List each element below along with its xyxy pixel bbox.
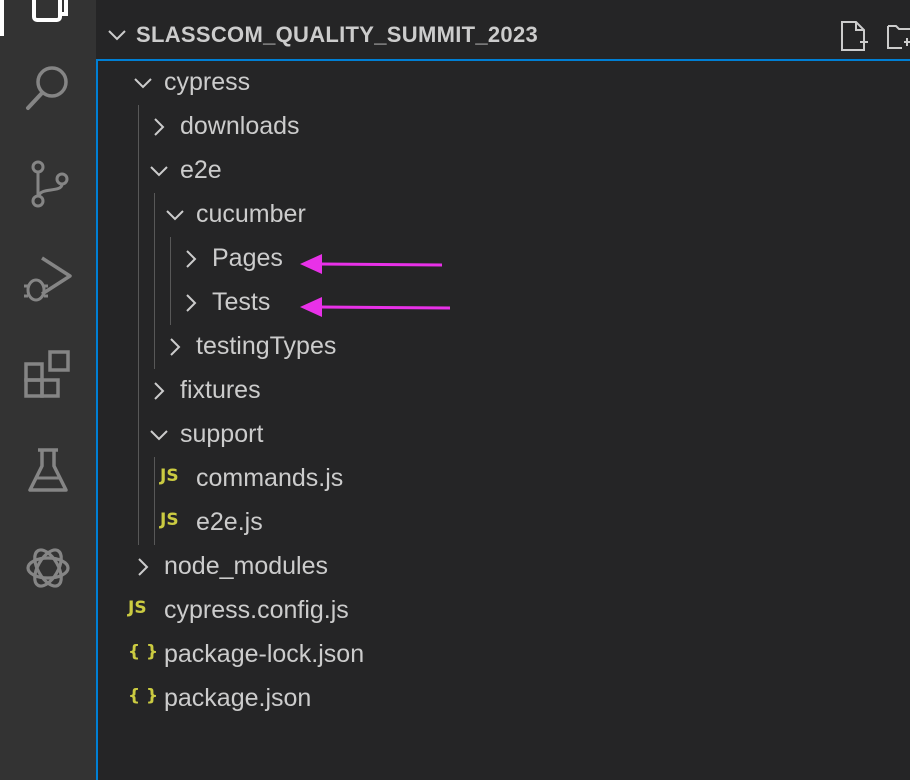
chevron-down-icon[interactable]: [106, 24, 128, 46]
testing-icon[interactable]: [20, 444, 76, 500]
new-folder-icon[interactable]: [886, 18, 910, 54]
chevron-down-icon[interactable]: [148, 160, 170, 182]
tree-item-node-modules[interactable]: node_modules: [98, 545, 910, 589]
explorer-icon[interactable]: [20, 0, 76, 36]
chatgpt-icon[interactable]: [20, 540, 76, 596]
tree-item-label: package-lock.json: [164, 640, 365, 668]
explorer-sidebar: SLASSCOM_QUALITY_SUMMIT_2023 cypress down…: [96, 0, 910, 780]
chevron-down-icon[interactable]: [164, 204, 186, 226]
tree-item-label: e2e: [180, 156, 222, 184]
tree-item-fixtures[interactable]: fixtures: [98, 369, 910, 413]
tree-item-label: e2e.js: [196, 508, 263, 536]
js-file-icon: JS: [160, 466, 179, 486]
tree-item-label: commands.js: [196, 464, 344, 492]
tree-item-label: Pages: [212, 244, 283, 272]
chevron-right-icon[interactable]: [180, 248, 202, 270]
json-file-icon: { }: [128, 686, 159, 706]
tests-arrow-icon: [300, 297, 451, 317]
indent-guide: [154, 193, 155, 369]
json-file-icon: { }: [128, 642, 159, 662]
extensions-icon[interactable]: [20, 348, 76, 404]
tree-item-downloads[interactable]: downloads: [98, 105, 910, 149]
tree-item-label: package.json: [164, 684, 312, 712]
indent-guide: [154, 457, 155, 545]
tree-item-label: cypress: [164, 68, 251, 96]
tree-item-package-json[interactable]: { }package.json: [98, 677, 910, 721]
tree-item-commands-js[interactable]: JS commands.js: [98, 457, 910, 501]
tree-item-label: fixtures: [180, 376, 261, 404]
tree-item-cypress[interactable]: cypress: [98, 61, 910, 105]
run-debug-icon[interactable]: [20, 252, 76, 308]
chevron-right-icon[interactable]: [180, 292, 202, 314]
tree-item-label: cucumber: [196, 200, 306, 228]
chevron-right-icon[interactable]: [132, 556, 154, 578]
tree-item-pages[interactable]: Pages: [98, 237, 910, 281]
tree-item-label: Tests: [212, 288, 271, 316]
search-icon[interactable]: [20, 60, 76, 116]
tree-item-support[interactable]: support: [98, 413, 910, 457]
chevron-down-icon[interactable]: [132, 72, 154, 94]
tree-item-label: node_modules: [164, 552, 329, 580]
js-file-icon: JS: [160, 510, 179, 530]
chevron-down-icon[interactable]: [148, 424, 170, 446]
tree-item-cucumber[interactable]: cucumber: [98, 193, 910, 237]
new-file-icon[interactable]: [838, 18, 870, 54]
chevron-right-icon[interactable]: [164, 336, 186, 358]
tree-item-label: support: [180, 420, 264, 448]
tree-item-e2e-js[interactable]: JS e2e.js: [98, 501, 910, 545]
tree-item-label: testingTypes: [196, 332, 337, 360]
chevron-right-icon[interactable]: [148, 116, 170, 138]
tree-item-cypress-config-js[interactable]: JS cypress.config.js: [98, 589, 910, 633]
tree-item-tests[interactable]: Tests: [98, 281, 910, 325]
pages-arrow-icon: [300, 254, 443, 274]
indent-guide: [170, 237, 171, 325]
tree-item-testingtypes[interactable]: testingTypes: [98, 325, 910, 369]
activity-bar: [0, 0, 96, 780]
annotation-arrows: [300, 254, 451, 317]
tree-item-e2e[interactable]: e2e: [98, 149, 910, 193]
indent-guide: [138, 105, 139, 545]
workspace-title: SLASSCOM_QUALITY_SUMMIT_2023: [136, 22, 539, 47]
tree-item-label: cypress.config.js: [164, 596, 349, 624]
source-control-icon[interactable]: [20, 155, 76, 211]
js-file-icon: JS: [128, 598, 147, 618]
tree-item-package-lock-json[interactable]: { }package-lock.json: [98, 633, 910, 677]
tree-item-label: downloads: [180, 112, 300, 140]
chevron-right-icon[interactable]: [148, 380, 170, 402]
explorer-header[interactable]: SLASSCOM_QUALITY_SUMMIT_2023: [96, 0, 910, 58]
active-indicator: [0, 0, 4, 36]
